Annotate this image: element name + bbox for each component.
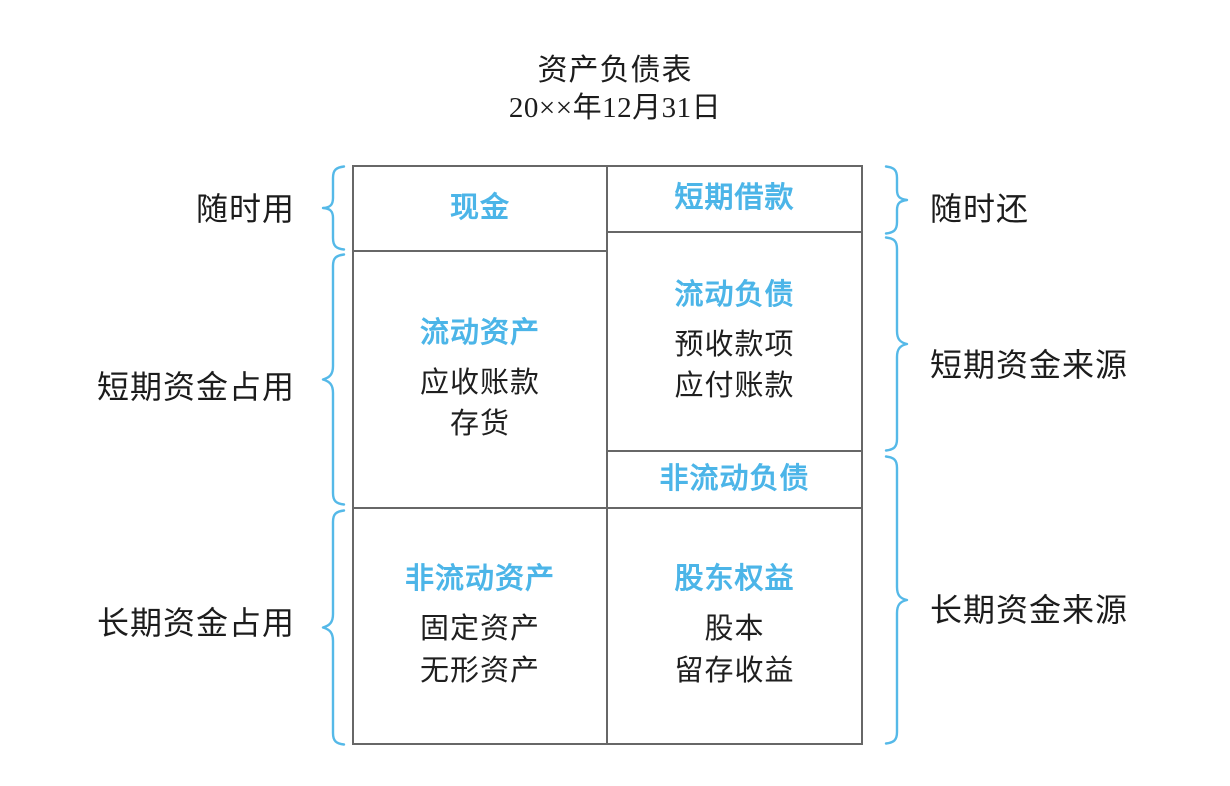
left-label-long-term-use: 长期资金占用 [96, 605, 295, 641]
cell-current-assets: 流动资产 应收账款 存货 [354, 252, 606, 509]
cell-non-current-assets-heading: 非流动资产 [404, 563, 555, 596]
page-title: 资产负债表 20××年12月31日 [0, 52, 1230, 128]
brace-left-current-assets [300, 253, 346, 506]
brace-right-short-term-borrowing [884, 165, 930, 235]
right-label-anytime-repay: 随时还 [930, 191, 1030, 227]
cell-short-term-borrowing-heading: 短期借款 [674, 182, 795, 215]
cell-current-liabilities-item-1: 应付账款 [674, 370, 795, 403]
cell-non-current-assets: 非流动资产 固定资产 无形资产 [354, 509, 606, 743]
cell-non-current-liabilities-heading: 非流动负债 [659, 462, 810, 495]
cell-shareholders-equity-item-0: 股本 [704, 613, 765, 646]
cell-cash-heading: 现金 [449, 191, 510, 224]
cell-non-current-assets-item-0: 固定资产 [419, 613, 540, 646]
cell-current-assets-item-1: 存货 [449, 408, 510, 441]
right-label-long-term-source: 长期资金来源 [930, 592, 1129, 628]
right-label-short-term-source: 短期资金来源 [930, 347, 1129, 383]
cell-current-liabilities-heading: 流动负债 [674, 278, 795, 311]
brace-right-long-term-funding [884, 455, 930, 745]
liabilities-equity-column: 短期借款 流动负债 预收款项 应付账款 非流动负债 股东权益 股本 留存收益 [606, 167, 861, 743]
cell-current-assets-heading: 流动资产 [419, 316, 540, 349]
title-date: 20××年12月31日 [508, 92, 722, 125]
cell-shareholders-equity-item-1: 留存收益 [674, 654, 795, 687]
brace-right-current-liabilities [884, 236, 930, 452]
assets-column: 现金 流动资产 应收账款 存货 非流动资产 固定资产 无形资产 [354, 167, 606, 743]
cell-current-liabilities: 流动负债 预收款项 应付账款 [608, 233, 861, 452]
brace-left-cash [300, 165, 346, 251]
title-heading: 资产负债表 [537, 54, 693, 87]
cell-short-term-borrowing: 短期借款 [608, 167, 861, 233]
cell-current-assets-item-0: 应收账款 [419, 366, 540, 399]
brace-left-non-current-assets [300, 509, 346, 746]
balance-sheet-table: 现金 流动资产 应收账款 存货 非流动资产 固定资产 无形资产 短期借款 流动负… [352, 165, 863, 745]
left-label-short-term-use: 短期资金占用 [96, 369, 295, 405]
cell-shareholders-equity: 股东权益 股本 留存收益 [608, 509, 861, 743]
cell-current-liabilities-item-0: 预收款项 [674, 328, 795, 361]
left-label-anytime-use: 随时用 [195, 191, 295, 227]
cell-non-current-assets-item-1: 无形资产 [419, 654, 540, 687]
cell-non-current-liabilities: 非流动负债 [608, 452, 861, 509]
cell-shareholders-equity-heading: 股东权益 [674, 563, 795, 596]
cell-cash: 现金 [354, 167, 606, 252]
